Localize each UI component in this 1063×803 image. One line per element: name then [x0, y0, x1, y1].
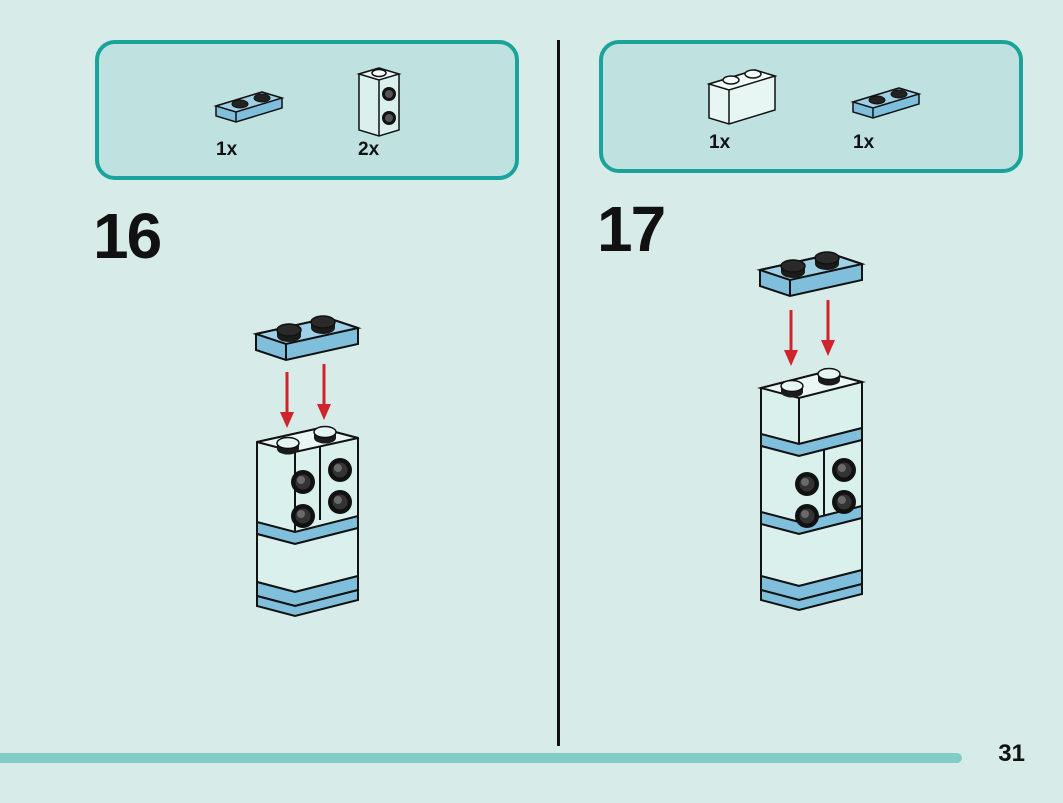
white-1x1-brick-side-studs-icon — [356, 67, 402, 137]
footer-bar — [0, 753, 962, 763]
step-number-17: 17 — [597, 193, 666, 265]
part-qty-2: 1x — [853, 132, 875, 153]
step-number-16: 16 — [93, 200, 162, 272]
part-qty-2: 2x — [358, 139, 380, 160]
blue-1x2-plate-icon — [213, 91, 285, 123]
step-16-build-illustration — [240, 310, 359, 618]
part-qty-1: 1x — [216, 139, 238, 160]
step-divider — [557, 40, 560, 746]
page-number: 31 — [998, 740, 1025, 767]
white-1x2-brick-icon — [706, 69, 778, 125]
parts-callout-step-17: 1x 1x — [599, 40, 1023, 173]
parts-callout-step-16: 1x 2x — [95, 40, 519, 180]
blue-1x2-plate-icon — [850, 87, 922, 119]
part-qty-1: 1x — [709, 132, 731, 153]
step-17-build-illustration — [757, 248, 866, 612]
